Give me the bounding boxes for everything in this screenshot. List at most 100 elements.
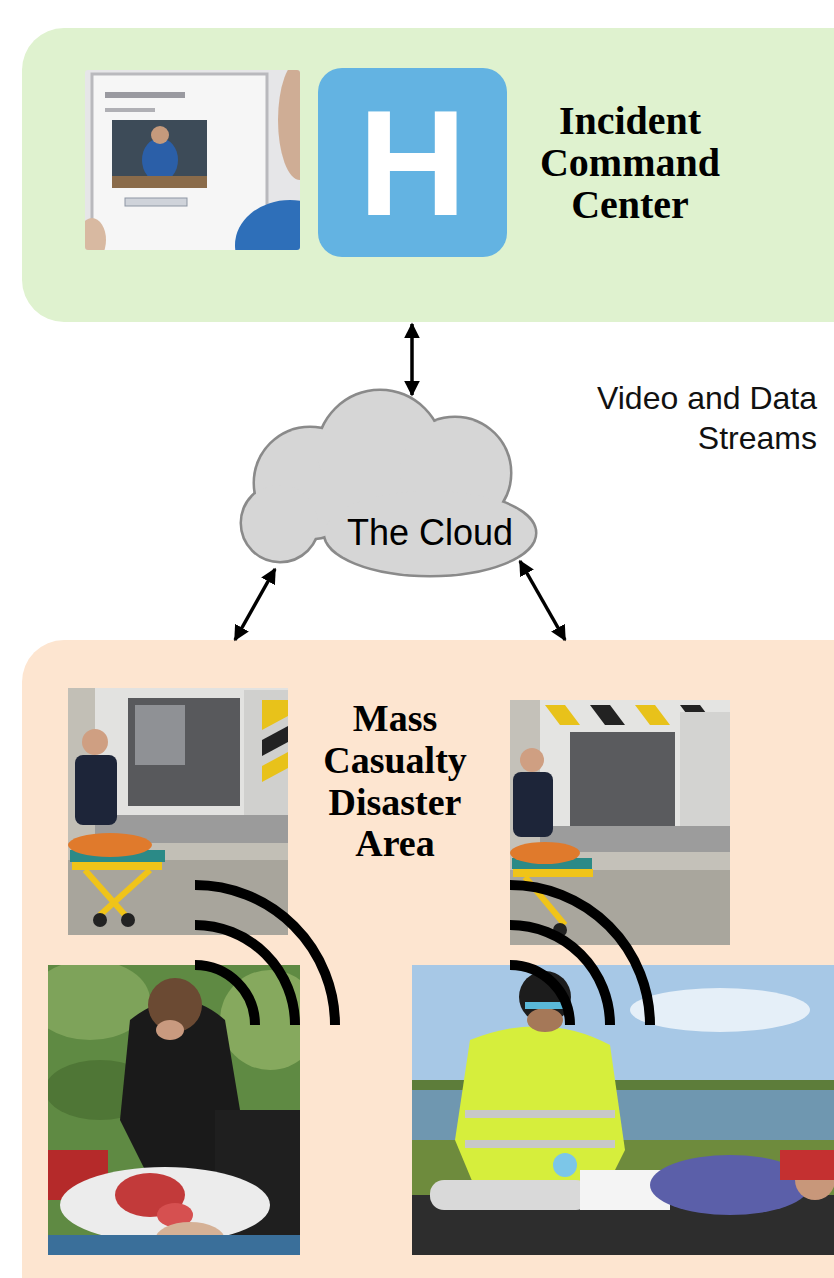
ambulance-photo-part: [128, 698, 240, 806]
ambulance-photo-part: [540, 826, 730, 852]
ambulance-photo-part: [244, 690, 288, 840]
laptop-photo-part: [85, 218, 106, 250]
area-heading: Incident Command Center: [520, 100, 740, 226]
triage-photo-part: [48, 1235, 300, 1255]
triage-photo-part: [60, 1167, 270, 1243]
laptop-photo-part: [112, 120, 207, 188]
ambulance-photo-part: [262, 700, 288, 730]
laptop-photo-part: [92, 74, 267, 250]
triage-photo-part: [580, 1170, 670, 1210]
triage-photo-part: [412, 1140, 834, 1255]
triage-photo-part: [412, 965, 834, 1255]
ambulance-photo-part: [82, 729, 108, 755]
ambulance-photo: [68, 688, 288, 935]
triage-photo-part: [115, 1173, 185, 1217]
ambulance-photo-part: [520, 748, 544, 772]
ambulance-photo-part: [68, 860, 288, 935]
triage-photo-part: [455, 1026, 625, 1200]
triage-photo: [412, 965, 834, 1255]
triage-photo-part: [412, 1085, 834, 1145]
laptop-photo-part: [125, 198, 187, 206]
triage-photo-part: [220, 970, 300, 1070]
cloud-bubble: [325, 491, 535, 575]
ambulance-photo-part: [570, 732, 675, 827]
ambulance-photo-part: [70, 850, 165, 862]
ambulance-photo-part: [262, 726, 288, 756]
triage-photo-part: [519, 971, 571, 1023]
cloud-label: The Cloud: [328, 511, 532, 554]
triage-photo-part: [157, 1203, 193, 1227]
triage-photo-part: [48, 1150, 108, 1200]
stream-arrow: [235, 569, 275, 640]
laptop-photo-part: [235, 200, 300, 250]
ambulance-photo-part: [93, 913, 107, 927]
ambulance-photo-part: [135, 705, 185, 765]
laptop-photo-part: [85, 70, 300, 250]
laptop-photo-part: [142, 138, 178, 182]
laptop-photo-part: [278, 70, 300, 180]
triage-photo-part: [215, 1110, 300, 1255]
ambulance-photo-part: [262, 752, 288, 782]
ambulance-photo-part: [121, 913, 135, 927]
cloud-shape: The Cloud: [220, 383, 540, 583]
laptop-photo: [85, 70, 300, 250]
ambulance-photo-part: [545, 705, 580, 725]
ambulance-photo-part: [510, 842, 580, 864]
ambulance-photo-part: [540, 700, 730, 850]
triage-photo-part: [412, 1080, 834, 1090]
triage-photo-part: [48, 1060, 155, 1120]
stream-label: Video and Data Streams: [545, 378, 817, 458]
ambulance-photo-part: [95, 815, 288, 843]
ambulance-photo-part: [510, 700, 730, 945]
stream-arrow: [410, 324, 414, 395]
wireless-signal: [195, 885, 335, 1025]
triage-photo-part: [553, 1153, 577, 1177]
cloud-bubble: [242, 485, 318, 561]
cloud-bubble: [242, 485, 318, 561]
ambulance-photo-part: [525, 877, 565, 925]
wireless-signal-part: [510, 885, 650, 1025]
stream-arrow: [520, 561, 565, 640]
label-holder: Video and Data Streams: [545, 378, 817, 458]
ambulance-photo-part: [68, 833, 152, 857]
ambulance-photo-part: [68, 688, 288, 935]
triage-photo-part: [527, 1008, 563, 1032]
wireless-signal-part: [510, 965, 570, 1025]
triage-photo-part: [48, 965, 300, 1255]
laptop-photo-part: [105, 108, 155, 112]
ambulance-photo-part: [590, 705, 625, 725]
area-heading: Mass Casualty Disaster Area: [300, 698, 490, 865]
wireless-signal-part: [195, 965, 255, 1025]
triage-photo-part: [430, 1180, 590, 1210]
ambulance-photo-part: [553, 923, 567, 937]
triage-photo-part: [525, 1002, 563, 1009]
ambulance-photo: [510, 700, 730, 945]
ambulance-photo-part: [95, 688, 288, 838]
ambulance-photo-part: [680, 705, 715, 725]
hospital-icon: H: [318, 68, 507, 257]
ambulance-photo-part: [510, 870, 730, 945]
triage-photo-part: [120, 1000, 240, 1190]
triage-photo-part: [630, 988, 810, 1032]
triage-photo-part: [155, 1222, 225, 1255]
ambulance-photo-part: [680, 712, 730, 852]
wireless-signal-part: [195, 885, 335, 1025]
ambulance-photo-part: [513, 772, 553, 837]
triage-photo-part: [465, 1140, 615, 1148]
laptop-photo-part: [151, 126, 169, 144]
triage-photo: [48, 965, 300, 1255]
ambulance-photo-part: [85, 870, 125, 915]
ambulance-photo-part: [512, 858, 592, 869]
triage-photo-part: [412, 1195, 834, 1255]
triage-photo-part: [148, 978, 202, 1032]
ambulance-photo-part: [72, 862, 162, 870]
laptop-photo-part: [105, 92, 185, 98]
ambulance-photo-part: [635, 705, 670, 725]
wireless-signal: [510, 885, 650, 1025]
ambulance-photo-part: [100, 870, 150, 915]
triage-photo-part: [465, 1110, 615, 1118]
disaster-area-band: Mass Casualty Disaster Area: [22, 640, 834, 1278]
cloud-bubble: [325, 491, 535, 575]
triage-photo-part: [48, 965, 150, 1040]
wireless-signal-part: [510, 925, 610, 1025]
